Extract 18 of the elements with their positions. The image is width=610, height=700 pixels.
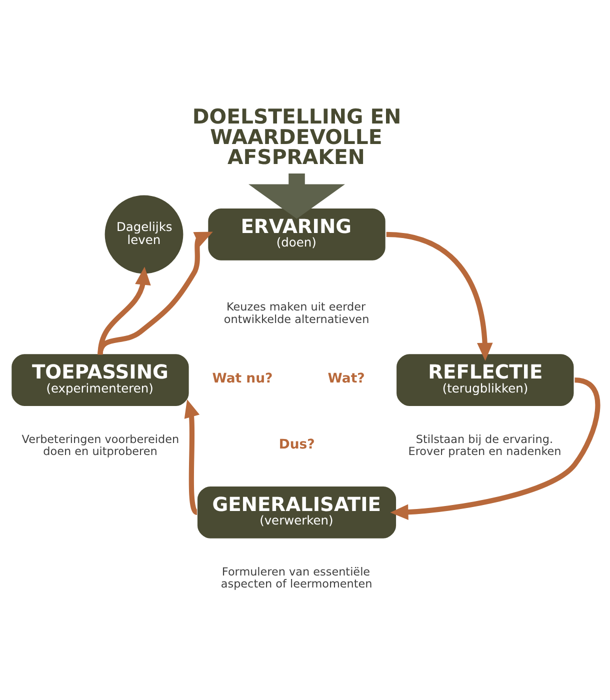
arrow xyxy=(248,173,345,218)
node-label: Wat nu? xyxy=(212,370,273,386)
node-box: REFLECTIE (terugblikken) xyxy=(396,354,574,406)
arrow xyxy=(184,398,200,514)
node-box: ERVARING (doen) xyxy=(208,208,386,260)
node-box: GENERALISATIE (verwerken) xyxy=(197,486,396,538)
node-label: Stilstaan bij de ervaring. Erover praten en nadenken xyxy=(408,432,562,458)
node-label: Wat? xyxy=(328,370,365,386)
node-label: Keuzes maken uit eerder ontwikkelde alternatieven xyxy=(224,300,370,326)
arrow xyxy=(98,231,213,354)
node-text: DOELSTELLING EN WAARDEVOLLE AFSPRAKEN xyxy=(192,104,402,169)
node-circle: Dagelijks leven xyxy=(104,194,184,274)
arrow xyxy=(98,266,151,354)
node-label: Verbeteringen voorbereiden doen en uitproberen xyxy=(22,432,180,458)
node-label: Dus? xyxy=(278,437,315,452)
arrow xyxy=(386,231,493,360)
node-box: TOEPASSING (experimenteren) xyxy=(12,354,189,406)
node-label: Formuleren van essentiële aspecten of leermomenten xyxy=(220,564,372,590)
